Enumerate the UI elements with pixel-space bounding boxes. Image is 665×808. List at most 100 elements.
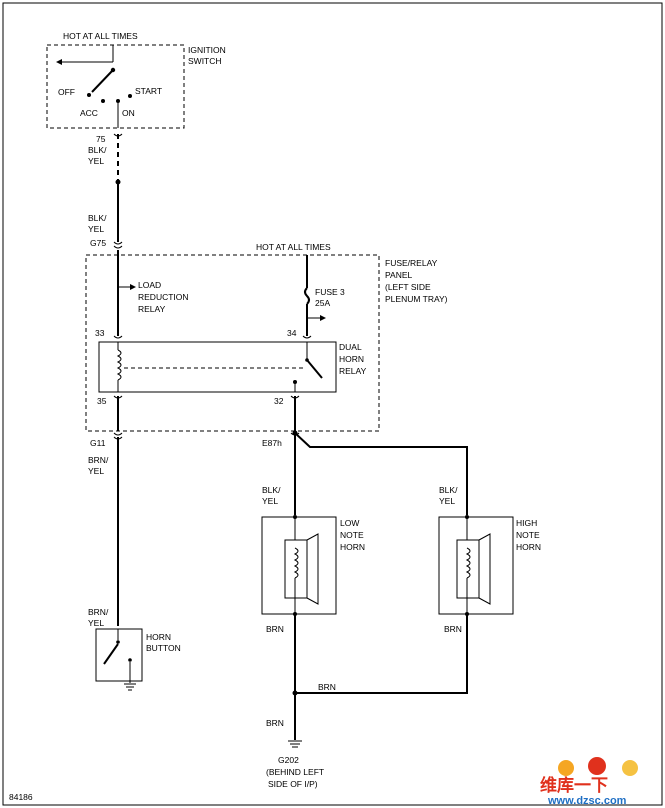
contact-acc-dot [101, 99, 105, 103]
label-brn-mid: BRN [318, 682, 336, 692]
label-blk-yel-3b: YEL [262, 496, 278, 506]
label-hot-top: HOT AT ALL TIMES [63, 31, 138, 41]
label-low-2: NOTE [340, 530, 364, 540]
label-fuse-panel-1: FUSE/RELAY [385, 258, 438, 268]
label-blk-yel-2a: BLK/ [88, 213, 107, 223]
label-high-2: NOTE [516, 530, 540, 540]
fuse-3-symbol [304, 287, 310, 305]
label-horn-btn-2: BUTTON [146, 643, 181, 653]
label-brn-bottom: BRN [266, 718, 284, 728]
label-brn-high: BRN [444, 624, 462, 634]
label-dual: DUAL [339, 342, 362, 352]
pivot-dot [110, 67, 116, 73]
label-blk-yel-1a: BLK/ [88, 145, 107, 155]
label-diagram-id: 84186 [9, 792, 33, 802]
contact-start-dot [128, 94, 132, 98]
label-load: LOAD [138, 280, 161, 290]
dual-horn-relay-box [98, 341, 337, 393]
label-hot-mid: HOT AT ALL TIMES [256, 242, 331, 252]
ignition-switch: HOT AT ALL TIMES IGNITION SWITCH OFF ACC… [46, 31, 226, 129]
watermark-camera-icon [588, 757, 606, 775]
label-wire-75: 75 [96, 134, 106, 144]
arrow-right-icon [130, 284, 136, 290]
label-ignition: IGNITION [188, 45, 226, 55]
connectors-33-34 [113, 335, 312, 339]
watermark-smiley-icon [558, 760, 574, 776]
button-contact-bottom [128, 658, 132, 662]
low-horn-coil [293, 547, 299, 579]
label-34: 34 [287, 328, 297, 338]
label-load-relay: RELAY [138, 304, 166, 314]
label-fuse-panel-4: PLENUM TRAY) [385, 294, 448, 304]
ground-splice-dot [292, 690, 298, 696]
label-g202-loc-2: SIDE OF I/P) [268, 779, 318, 789]
label-reduction: REDUCTION [138, 292, 189, 302]
label-g202: G202 [278, 755, 299, 765]
label-horn: HORN [339, 354, 364, 364]
label-brn-yel-1b: YEL [88, 466, 104, 476]
label-brn-yel-2a: BRN/ [88, 607, 109, 617]
button-contact-top [116, 640, 120, 644]
label-blk-yel-3a: BLK/ [262, 485, 281, 495]
label-fuse3-1: FUSE 3 [315, 287, 345, 297]
wire-brn-high-return [295, 614, 468, 694]
label-g202-loc-1: (BEHIND LEFT [266, 767, 324, 777]
label-g11: G11 [90, 438, 106, 448]
label-e87: E87h [262, 438, 282, 448]
watermark-url: www.dzsc.com [547, 795, 627, 807]
low-note-horn: LOW NOTE HORN [261, 515, 365, 616]
label-low-1: LOW [340, 518, 359, 528]
high-horn-body [456, 539, 480, 599]
label-fuse-panel-3: (LEFT SIDE [385, 282, 431, 292]
relay-switch-blade [306, 359, 323, 379]
high-horn-coil [465, 547, 471, 579]
switch-blade [91, 69, 114, 93]
label-g75: G75 [90, 238, 106, 248]
arrow-left-icon [56, 59, 62, 65]
low-horn-box [261, 516, 337, 615]
ignition-switch-box [46, 44, 185, 129]
fuse-relay-panel: HOT AT ALL TIMES FUSE/RELAY PANEL (LEFT … [85, 242, 448, 432]
label-high-1: HIGH [516, 518, 537, 528]
horn-button: BRN/ YEL HORN BUTTON [88, 607, 181, 691]
label-horn-btn-1: HORN [146, 632, 171, 642]
label-blk-yel-4b: YEL [439, 496, 455, 506]
label-brn-yel-1a: BRN/ [88, 455, 109, 465]
watermark: 维库一下 www.dzsc.com [540, 757, 638, 807]
label-35: 35 [97, 396, 107, 406]
contact-off-dot [87, 93, 91, 97]
label-fuse-panel-2: PANEL [385, 270, 413, 280]
low-horn-bell [306, 533, 319, 605]
horn-button-box [95, 628, 143, 682]
relay-pivot-dot [305, 358, 309, 362]
label-on: ON [122, 108, 135, 118]
label-blk-yel-4a: BLK/ [439, 485, 458, 495]
label-acc: ACC [80, 108, 98, 118]
connectors-35-32 [113, 395, 300, 399]
label-start: START [135, 86, 162, 96]
label-33: 33 [95, 328, 105, 338]
label-blk-yel-1b: YEL [88, 156, 104, 166]
label-high-3: HORN [516, 542, 541, 552]
label-switch: SWITCH [188, 56, 222, 66]
label-off: OFF [58, 87, 75, 97]
connector-g75 [113, 241, 123, 249]
label-blk-yel-2b: YEL [88, 224, 104, 234]
label-brn-yel-2b: YEL [88, 618, 104, 628]
fuse-relay-panel-box [85, 254, 380, 432]
high-note-horn: HIGH NOTE HORN [438, 515, 541, 616]
contact-on-dot [116, 99, 120, 103]
label-32: 32 [274, 396, 284, 406]
ground-g202: G202 (BEHIND LEFT SIDE OF I/P) [266, 740, 324, 789]
label-brn-low: BRN [266, 624, 284, 634]
wire-high-horn-feed [294, 432, 468, 515]
watermark-cn-text: 维库一下 [540, 775, 608, 796]
label-low-3: HORN [340, 542, 365, 552]
label-relay: RELAY [339, 366, 367, 376]
relay-coil [116, 349, 122, 381]
watermark-star-icon [622, 760, 638, 776]
label-fuse3-2: 25A [315, 298, 330, 308]
low-horn-body [284, 539, 308, 599]
